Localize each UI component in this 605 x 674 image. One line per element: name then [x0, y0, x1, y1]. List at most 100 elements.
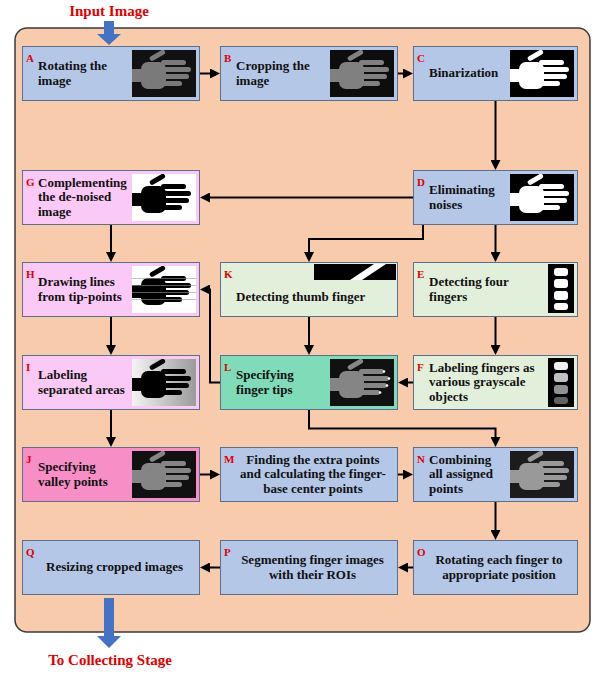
thumbnail-ground	[132, 451, 196, 498]
flow-arrow	[110, 317, 112, 350]
stage-panel	[15, 28, 590, 632]
process-box: EDetecting four fingers	[413, 262, 578, 317]
hand-thumbnail	[132, 173, 196, 221]
process-box: J Specifying valley points	[22, 447, 200, 502]
io-arrow	[97, 598, 121, 648]
thumbnail-ground	[510, 50, 574, 97]
io-label: To Collecting Stage	[10, 652, 210, 669]
finger-shape	[554, 362, 568, 370]
hand-shape	[330, 358, 389, 398]
finger-shape	[554, 397, 568, 404]
thumb-thumbnail	[314, 264, 396, 280]
thumbnail-ground	[132, 359, 196, 406]
step-letter: L	[224, 361, 231, 373]
tip-dot	[386, 384, 389, 387]
step-label: Drawing lines from tip-points	[38, 275, 129, 304]
step-letter: C	[417, 52, 425, 64]
step-label: Combining all assigned points	[429, 453, 507, 497]
flow-arrow	[495, 502, 497, 535]
flow-arrow	[200, 73, 215, 75]
io-label: Input Image	[40, 3, 178, 20]
flow-arrow	[495, 101, 497, 165]
finger-thumbnail	[548, 264, 574, 313]
hand-shape	[510, 49, 569, 89]
finger-thumbnail	[548, 358, 574, 407]
step-label: Resizing cropped images	[38, 560, 191, 575]
hand-shape	[132, 358, 191, 398]
flow-arrow	[205, 567, 220, 569]
step-letter: G	[26, 176, 35, 188]
process-box: N Combining all assigned points	[413, 447, 578, 502]
step-label: Detecting thumb finger	[236, 290, 387, 305]
step-letter: H	[26, 268, 35, 280]
step-label: Rotating each finger to appropriate posi…	[429, 553, 569, 582]
step-letter: F	[417, 361, 424, 373]
finger-shape	[554, 303, 568, 310]
flow-arrow	[110, 225, 112, 257]
step-label: Finding the extra points and calculating…	[235, 453, 391, 497]
flow-arrow	[398, 73, 408, 75]
step-letter: N	[417, 453, 425, 465]
step-label: Eliminating noises	[429, 183, 507, 212]
step-letter: I	[26, 361, 30, 373]
hand-thumbnail	[330, 358, 394, 406]
hand-thumbnail	[132, 450, 196, 498]
finger-shape	[554, 291, 568, 300]
process-box: ILabeling separated areas	[22, 355, 200, 410]
thumbnail-ground	[132, 174, 196, 221]
hand-shape	[132, 265, 191, 305]
step-label: Detecting four fingers	[429, 275, 543, 304]
thumbnail-ground	[132, 266, 196, 313]
finger-shape	[554, 373, 568, 382]
process-box: F Labeling fingers as various grayscale o…	[413, 355, 578, 410]
step-letter: K	[224, 268, 233, 280]
step-letter: O	[417, 546, 426, 558]
tip-line	[132, 299, 196, 300]
process-box: ARotating the image	[22, 46, 200, 101]
process-box: GComplementing the de-noised image	[22, 170, 200, 225]
thumbnail-ground	[548, 264, 574, 313]
hand-thumbnail	[330, 49, 394, 97]
step-label: Rotating the image	[38, 59, 129, 88]
flow-arrow	[403, 567, 413, 569]
flow-arrow	[403, 382, 413, 384]
process-box: ORotating each finger to appropriate pos…	[413, 540, 578, 595]
thumbnail-ground	[132, 50, 196, 97]
step-label: Specifying valley points	[38, 460, 129, 489]
finger-shape	[554, 279, 568, 288]
process-box: B Cropping the image	[220, 46, 398, 101]
step-letter: J	[26, 453, 32, 465]
flow-arrow	[308, 317, 310, 350]
hand-thumbnail	[132, 358, 196, 406]
hand-thumbnail	[132, 265, 196, 313]
flow-arrow	[495, 317, 497, 350]
tip-dot	[388, 377, 391, 380]
tip-line	[132, 278, 196, 279]
hand-thumbnail	[510, 49, 574, 97]
hand-shape	[132, 450, 191, 490]
thumbnail-ground	[330, 50, 394, 97]
step-label: Binarization	[429, 66, 507, 81]
step-letter: M	[224, 453, 234, 465]
hand-shape	[132, 49, 191, 89]
step-label: Segmenting finger images with their ROIs	[236, 553, 389, 582]
hand-shape	[132, 173, 191, 213]
step-label: Labeling fingers as various grayscale ob…	[429, 361, 543, 405]
step-letter: B	[224, 52, 231, 64]
tip-line	[132, 285, 196, 286]
process-box: PSegmenting finger images with their ROI…	[220, 540, 398, 595]
hand-shape	[330, 49, 389, 89]
tip-line	[132, 292, 196, 293]
hand-thumbnail	[132, 49, 196, 97]
hand-thumbnail	[510, 173, 574, 221]
flow-arrow	[398, 474, 408, 476]
step-letter: Q	[26, 546, 35, 558]
thumbnail-ground	[510, 174, 574, 221]
flow-arrow	[205, 290, 220, 383]
tip-dot	[383, 370, 386, 373]
step-label: Cropping the image	[236, 59, 327, 88]
process-box: LSpecifying finger tips	[220, 355, 398, 410]
finger-shape	[554, 268, 568, 276]
step-letter: D	[417, 176, 425, 188]
